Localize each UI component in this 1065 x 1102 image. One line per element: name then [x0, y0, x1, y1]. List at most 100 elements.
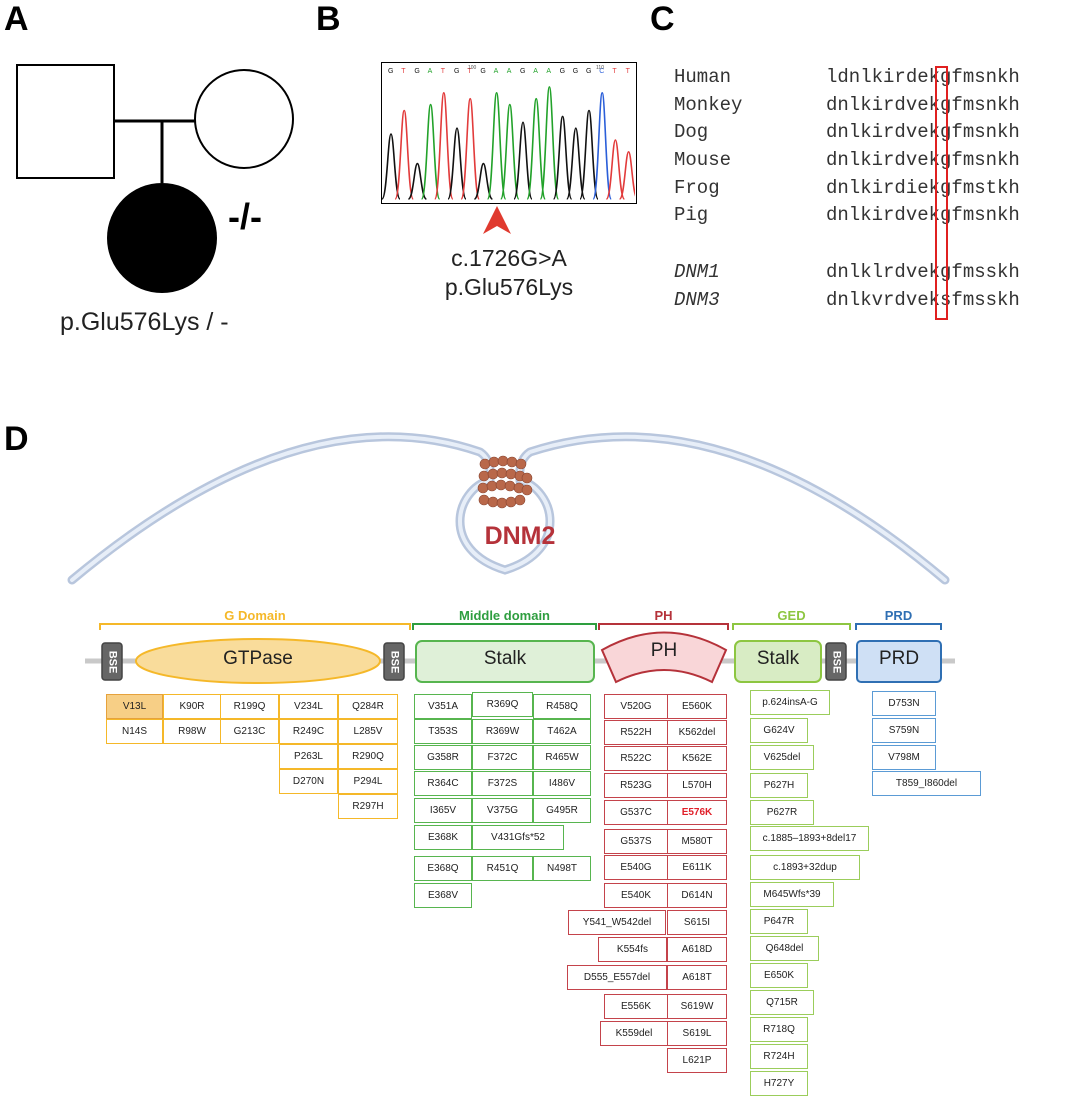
trace-peak	[539, 86, 560, 200]
bse-label-wrap-2: BSE	[384, 643, 404, 680]
mutation-box: K554fs	[598, 937, 667, 962]
dnm2-label: DNM2	[484, 522, 556, 550]
mutation-box: V520G	[604, 694, 668, 719]
trace-peak	[579, 109, 599, 200]
mutation-cdna: c.1726G>A	[451, 245, 567, 271]
trace-peak	[552, 115, 573, 200]
mutation-box: S615I	[667, 910, 727, 935]
mutation-box: V13L	[106, 694, 163, 719]
bse-block-2	[383, 642, 405, 681]
mutation-box: R297H	[338, 794, 398, 819]
mutation-box: T859_I860del	[872, 771, 981, 796]
trace-peak	[473, 162, 494, 200]
ph-label: PH	[650, 640, 678, 661]
mutation-box: S759N	[872, 718, 936, 743]
mutation-box: D753N	[872, 691, 936, 716]
trace-peak	[447, 127, 467, 200]
alignment-species: Human	[674, 66, 732, 88]
base-call: G	[388, 68, 393, 75]
genotype-label: -/-	[228, 196, 262, 237]
mutation-box: R718Q	[750, 1017, 808, 1042]
bse-block-3	[825, 642, 847, 681]
mutation-box: V431Gfs*52	[472, 825, 564, 850]
mutation-box: R369Q	[472, 692, 533, 717]
pedigree-chart	[16, 64, 294, 293]
stalk-block-2	[734, 640, 822, 683]
mutation-box: R522C	[604, 746, 668, 771]
base-call: T	[612, 68, 617, 75]
mutation-box: Q715R	[750, 990, 814, 1015]
base-call: A	[533, 68, 538, 75]
domain-label-ph: PH	[654, 608, 673, 623]
trace-peak	[500, 103, 520, 200]
mutation-box: M580T	[667, 829, 727, 854]
alignment-sequence: dnlkirdiekgfmstkh	[826, 177, 1020, 199]
domain-architecture	[85, 623, 955, 684]
domain-label-g: G Domain	[224, 608, 286, 623]
mutation-box: H727Y	[750, 1071, 808, 1096]
mutation-box: p.624insA-G	[750, 690, 830, 715]
stalk-block-1	[415, 640, 595, 683]
mutation-box: N498T	[533, 856, 591, 881]
panel-label-b: B	[316, 0, 341, 38]
mutation-box: E576K	[667, 800, 727, 825]
mutation-box: I365V	[414, 798, 472, 823]
gtpase-label: GTPase	[223, 648, 293, 669]
mutation-box: R249C	[279, 719, 338, 744]
alignment-sequence: dnlkirdvekgfmsnkh	[826, 204, 1020, 226]
mutation-box: R364C	[414, 771, 472, 796]
alignment-species: DNM1	[674, 261, 720, 283]
mutation-box: V375G	[472, 798, 533, 823]
mutation-box: T462A	[533, 719, 591, 744]
mutation-box: R369W	[472, 719, 533, 744]
proband-symbol	[107, 183, 217, 293]
mutation-box: E368V	[414, 883, 472, 908]
mutation-box: G213C	[220, 719, 279, 744]
trace-peak	[434, 91, 454, 200]
mutation-box: G537S	[604, 829, 668, 854]
mutation-box: c.1885–1893+8del17	[750, 826, 869, 851]
trace-peak	[618, 150, 639, 200]
mutation-box: P627H	[750, 773, 808, 798]
mutation-box: V351A	[414, 694, 472, 719]
alignment-species: Monkey	[674, 94, 743, 116]
stalk-label-1: Stalk	[483, 648, 527, 669]
mutation-box: S619L	[667, 1021, 727, 1046]
mutation-box: I486V	[533, 771, 591, 796]
mutation-box: R458Q	[533, 694, 591, 719]
conserved-residue-box	[935, 66, 948, 320]
mutation-box: M645Wfs*39	[750, 882, 834, 907]
base-call: G	[560, 68, 565, 75]
trace-peak	[566, 127, 586, 200]
trace-peak	[526, 97, 546, 200]
mutation-annotation: c.1726G>A p.Glu576Lys	[381, 244, 637, 302]
mutation-box: R522H	[604, 720, 668, 745]
trace-peak	[592, 91, 612, 200]
base-call: T	[441, 68, 446, 75]
mutation-box: E540G	[604, 855, 668, 880]
mutation-box: L621P	[667, 1048, 727, 1073]
membrane-diagram	[67, 432, 950, 585]
alignment-sequence: dnlkirdvekgfmsnkh	[826, 149, 1020, 171]
base-call: G	[520, 68, 525, 75]
mutation-box: Q648del	[750, 936, 819, 961]
mutation-box: L570H	[667, 773, 727, 798]
dnm2-helix	[477, 455, 533, 509]
base-call: G	[573, 68, 578, 75]
base-call: A	[546, 68, 551, 75]
alignment-sequence: dnlklrdvekgfmsskh	[826, 261, 1020, 283]
mutation-box: D555_E557del	[567, 965, 667, 990]
mutation-box: V625del	[750, 745, 814, 770]
mutation-box: E560K	[667, 694, 727, 719]
base-call: G	[454, 68, 459, 75]
mutation-box: S619W	[667, 994, 727, 1019]
mother-symbol	[194, 69, 294, 169]
base-call: G	[414, 68, 419, 75]
mutation-box: D270N	[279, 769, 338, 794]
bse-block-1	[101, 642, 123, 681]
mutation-box: K562del	[667, 720, 727, 745]
mutation-box: N14S	[106, 719, 163, 744]
base-call: A	[428, 68, 433, 75]
